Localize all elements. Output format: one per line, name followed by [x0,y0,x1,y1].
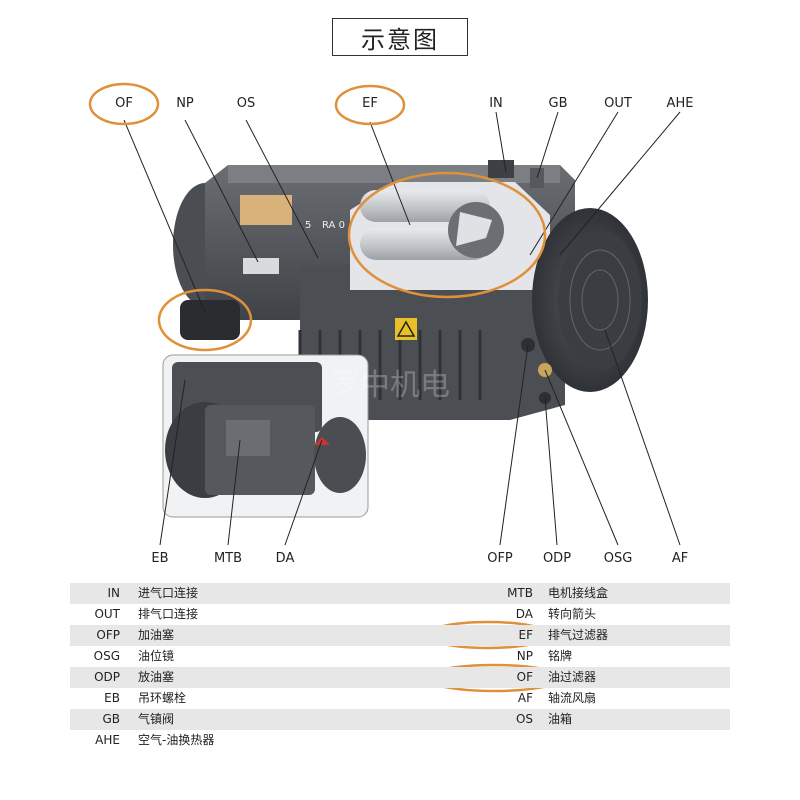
legend-code: NP [516,649,533,663]
legend-row: EB 吊环螺栓 AF 轴流风扇 [70,688,730,709]
brand-sticker [240,195,292,225]
label-gb: GB [548,96,568,111]
legend-row: OUT 排气口连接 DA 转向箭头 [70,604,730,625]
inlet-port [488,160,514,178]
label-os: OS [236,96,256,111]
nameplate [243,258,279,274]
legend-code: OUT [94,607,120,621]
warning-icon [396,320,416,337]
legend-desc: 铭牌 [548,649,573,663]
legend-code: OF [516,670,533,684]
legend-desc: 排气口连接 [138,607,199,621]
label-eb: EB [151,551,169,566]
motor-terminal-box [226,420,270,456]
highlight-of-label [88,82,160,126]
legend-code: EF [518,628,533,642]
model-text: RA 0 [322,220,345,231]
legend-code: AHE [95,733,120,747]
pump-top-ridge [228,165,560,183]
label-osg: OSG [603,551,633,566]
legend-row: ODP 放油塞 OF 油过滤器 [70,667,730,688]
legend-code: AF [517,691,533,705]
legend-code: ODP [94,670,120,684]
legend-code: GB [102,712,120,726]
legend-desc: 加油塞 [138,628,175,642]
leader-lines [123,111,681,546]
label-odp: ODP [542,551,572,566]
label-af: AF [671,551,689,566]
legend-code: OS [515,712,533,726]
legend-desc: 进气口连接 [138,586,199,600]
legend-desc: 气镇阀 [138,712,175,726]
legend-code: OSG [93,649,120,663]
warning-label [395,318,417,340]
oil-filter [180,300,240,340]
legend-row: OFP 加油塞 EF 排气过滤器 [70,625,730,646]
legend-desc: 空气-油换热器 [138,733,215,747]
motor-end-flange [314,417,366,493]
legend-code: IN [107,586,120,600]
label-ahe: AHE [666,96,694,111]
legend-desc: 轴流风扇 [548,691,597,705]
label-da: DA [275,551,295,566]
legend-row: AHE 空气-油换热器 [70,730,730,751]
legend-desc: 油箱 [548,712,573,726]
legend-desc: 吊环螺栓 [138,691,187,705]
label-ef: EF [362,96,378,111]
watermark: 罗中机电 [330,368,450,403]
fan-grille [558,230,642,370]
label-mtb: MTB [213,551,243,566]
legend-row: IN 进气口连接 MTB 电机接线盒 [70,583,730,604]
highlight-ef-label [334,84,406,126]
legend-code: MTB [507,586,533,600]
legend-desc: 放油塞 [138,670,175,684]
label-of: OF [115,96,133,111]
legend-row: GB 气镇阀 OS 油箱 [70,709,730,730]
label-out: OUT [604,96,632,111]
legend-desc: 转向箭头 [548,607,597,621]
legend-desc: 排气过滤器 [548,628,609,642]
legend-code: EB [104,691,120,705]
label-ofp: OFP [487,551,513,566]
legend-code: DA [515,607,533,621]
legend-code: OFP [96,628,120,642]
legend-desc: 油位镜 [138,649,175,663]
legend-desc: 电机接线盒 [548,586,609,600]
highlight-exhaust-filter [347,171,547,299]
label-np: NP [176,96,194,111]
label-in: IN [489,96,503,111]
highlight-oil-filter [157,288,253,352]
legend-row: OSG 油位镜 NP 铭牌 [70,646,730,667]
fan-grille-lines [569,249,631,351]
legend-desc: 油过滤器 [548,670,597,684]
rotor-vane [456,212,492,246]
model-number: 5 [305,220,311,231]
diagram-title: 示意图 [332,18,468,56]
legend-table: IN 进气口连接 MTB 电机接线盒 OUT 排气口连接 DA 转向箭头 OFP… [70,583,730,763]
